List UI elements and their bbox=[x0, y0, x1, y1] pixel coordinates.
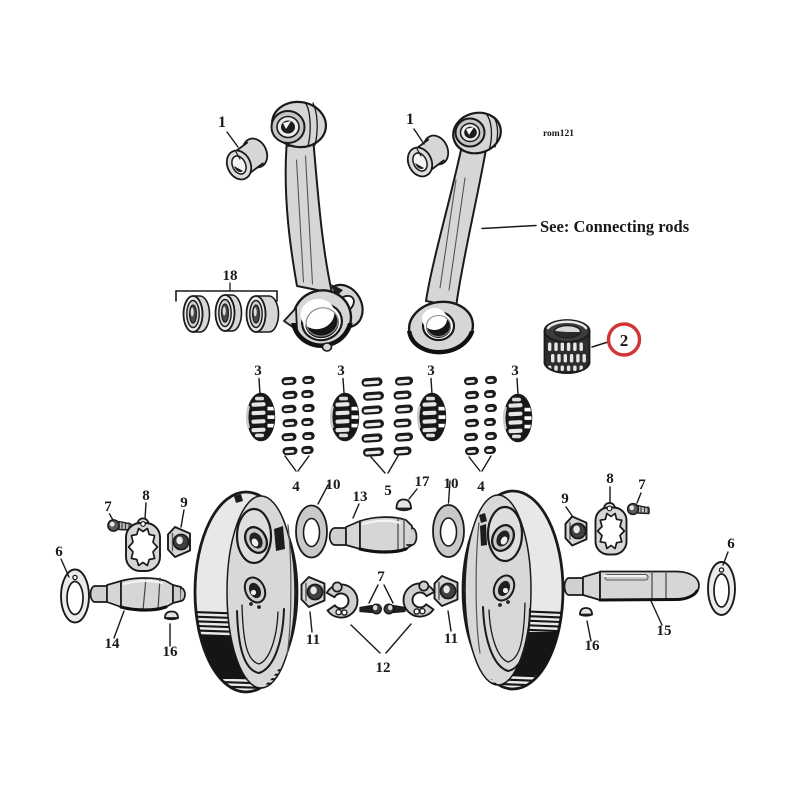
svg-text:8: 8 bbox=[606, 471, 614, 487]
svg-text:10: 10 bbox=[444, 476, 459, 492]
svg-text:3: 3 bbox=[337, 363, 345, 379]
svg-text:5: 5 bbox=[384, 483, 392, 499]
svg-text:2: 2 bbox=[620, 331, 629, 350]
svg-text:15: 15 bbox=[657, 623, 672, 639]
svg-text:16: 16 bbox=[585, 638, 601, 654]
svg-text:16: 16 bbox=[163, 644, 179, 660]
svg-text:11: 11 bbox=[444, 631, 458, 647]
svg-text:See: Connecting rods: See: Connecting rods bbox=[540, 217, 690, 236]
svg-text:12: 12 bbox=[376, 660, 391, 676]
svg-text:9: 9 bbox=[180, 495, 188, 511]
svg-text:13: 13 bbox=[353, 489, 368, 505]
svg-text:7: 7 bbox=[638, 477, 646, 493]
svg-text:4: 4 bbox=[477, 479, 485, 495]
svg-text:11: 11 bbox=[306, 632, 320, 648]
svg-text:6: 6 bbox=[55, 544, 63, 560]
svg-text:9: 9 bbox=[561, 491, 569, 507]
svg-text:4: 4 bbox=[292, 479, 300, 495]
svg-text:3: 3 bbox=[427, 363, 435, 379]
svg-text:17: 17 bbox=[415, 474, 431, 490]
svg-text:1: 1 bbox=[218, 114, 226, 131]
svg-text:3: 3 bbox=[511, 363, 519, 379]
svg-text:18: 18 bbox=[223, 268, 238, 284]
svg-text:3: 3 bbox=[254, 363, 262, 379]
svg-text:8: 8 bbox=[142, 488, 150, 504]
svg-text:14: 14 bbox=[105, 636, 121, 652]
svg-text:1: 1 bbox=[406, 111, 414, 128]
svg-text:7: 7 bbox=[377, 569, 385, 585]
svg-text:6: 6 bbox=[727, 536, 735, 552]
svg-text:10: 10 bbox=[326, 477, 341, 493]
svg-text:rom121: rom121 bbox=[543, 129, 574, 139]
svg-text:7: 7 bbox=[104, 499, 112, 515]
